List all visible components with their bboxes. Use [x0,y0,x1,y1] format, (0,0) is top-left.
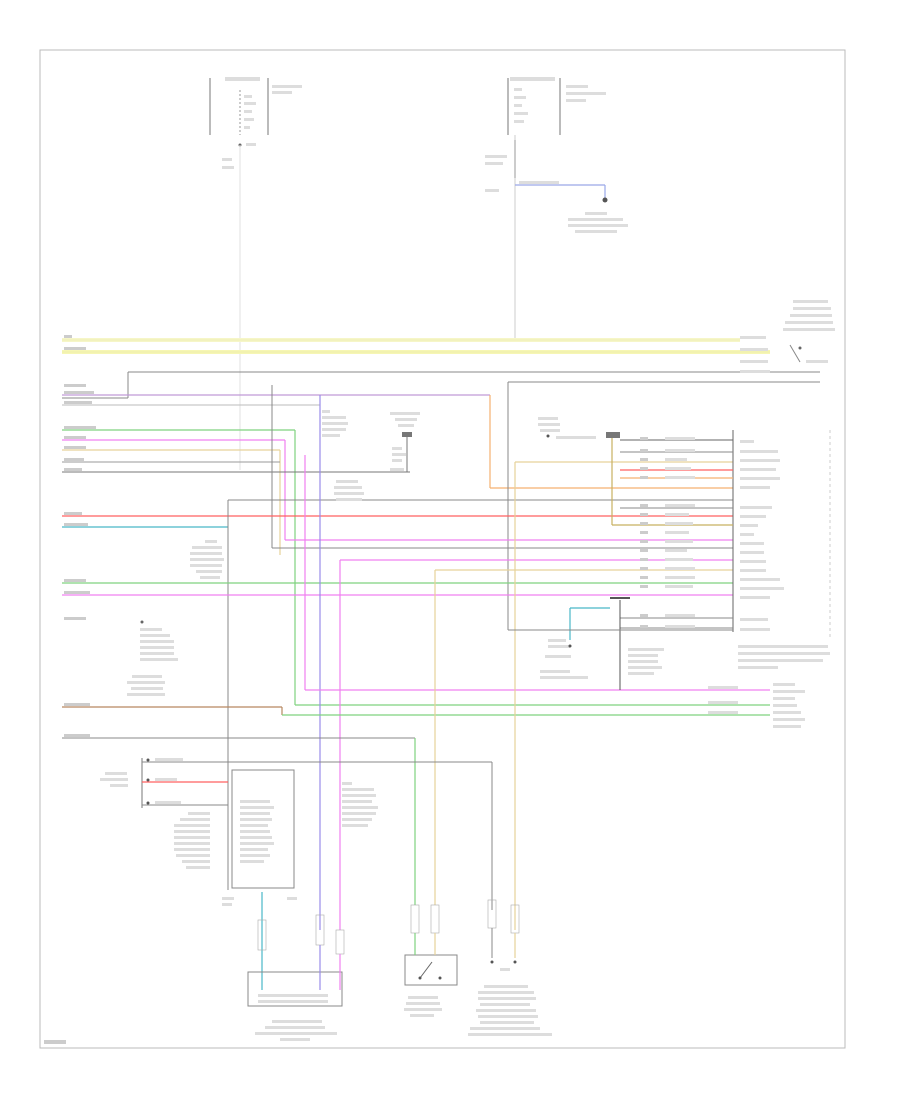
sensor-box [174,769,297,980]
trans-range-sensor [468,899,552,1036]
switch-module-left [100,758,493,910]
wire-bus-gray-upper [62,371,820,630]
figure-code [44,1040,66,1044]
throttle-sensor-box [247,945,343,1041]
top-right-label [783,300,835,331]
connector-mid [315,782,378,955]
fuse-box-left [209,77,302,470]
right-lower-labels [708,336,828,728]
diagram-border [39,49,846,1049]
wire-group-middle [62,385,770,706]
middle-labels [127,410,664,696]
pcm-connector [508,430,831,690]
left-pin-labels [64,335,96,737]
wire-bus-yellow [62,338,770,354]
brake-switch [404,904,458,1017]
fuse-box-right [485,77,628,340]
wire-group-lower [62,395,770,930]
